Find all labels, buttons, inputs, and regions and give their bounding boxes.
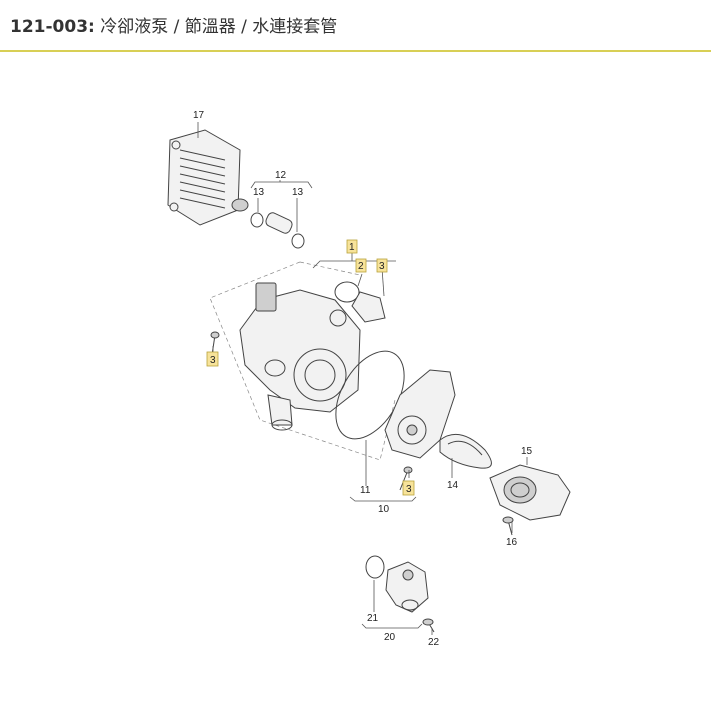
- o-ring-21[interactable]: [365, 555, 385, 579]
- bolt-3-left[interactable]: [210, 331, 220, 356]
- callout-3c-box: [402, 480, 415, 496]
- cover-plate-3[interactable]: [351, 291, 386, 323]
- callout-20: 20: [384, 632, 396, 643]
- thermostat-housing-15[interactable]: [489, 464, 571, 521]
- callout-3c: 3: [406, 484, 412, 495]
- callout-12: 12: [275, 170, 287, 181]
- oil-cooler-part[interactable]: [167, 129, 249, 226]
- callout-2-box: [355, 258, 367, 273]
- callout-3b: 3: [210, 355, 216, 366]
- callout-22: 22: [428, 637, 440, 648]
- callout-14: 14: [447, 480, 459, 491]
- callout-2: 2: [358, 261, 364, 272]
- callout-21: 21: [367, 613, 379, 624]
- callout-13a: 13: [253, 187, 265, 198]
- seal-2[interactable]: [334, 281, 360, 303]
- water-connector-20[interactable]: [385, 561, 429, 613]
- callout-13b: 13: [292, 187, 304, 198]
- callout-11: 11: [360, 485, 371, 496]
- callout-3b-box: [206, 351, 219, 367]
- bolt-3-lower[interactable]: [399, 466, 413, 491]
- section-code: 121-003:: [10, 17, 95, 37]
- bolt-22[interactable]: [422, 618, 435, 633]
- leader-lines: [197, 122, 528, 635]
- callout-3a-box: [376, 258, 388, 273]
- coolant-pump-housing[interactable]: [239, 282, 361, 431]
- callout-16: 16: [506, 537, 518, 548]
- section-name: 冷卻液泵 / 節溫器 / 水連接套管: [100, 17, 338, 37]
- assembly-outline: [209, 261, 396, 461]
- callout-17: 17: [193, 110, 205, 121]
- callout-1: 1: [349, 242, 355, 253]
- callout-3a: 3: [379, 261, 385, 272]
- o-ring-13b[interactable]: [291, 233, 305, 249]
- connector-pipe-12[interactable]: [264, 211, 293, 235]
- callout-10: 10: [378, 504, 390, 515]
- callout-1-box: [346, 239, 358, 254]
- assembly-outline-2: [299, 261, 361, 276]
- page-title: 121-003: 冷卻液泵 / 節溫器 / 水連接套管: [10, 12, 337, 37]
- callout-15: 15: [521, 446, 533, 457]
- belt-cover-14[interactable]: [439, 433, 492, 469]
- bolt-16[interactable]: [502, 516, 514, 536]
- o-ring-13a[interactable]: [250, 212, 264, 228]
- page-header: 121-003: 冷卻液泵 / 節溫器 / 水連接套管: [0, 0, 711, 52]
